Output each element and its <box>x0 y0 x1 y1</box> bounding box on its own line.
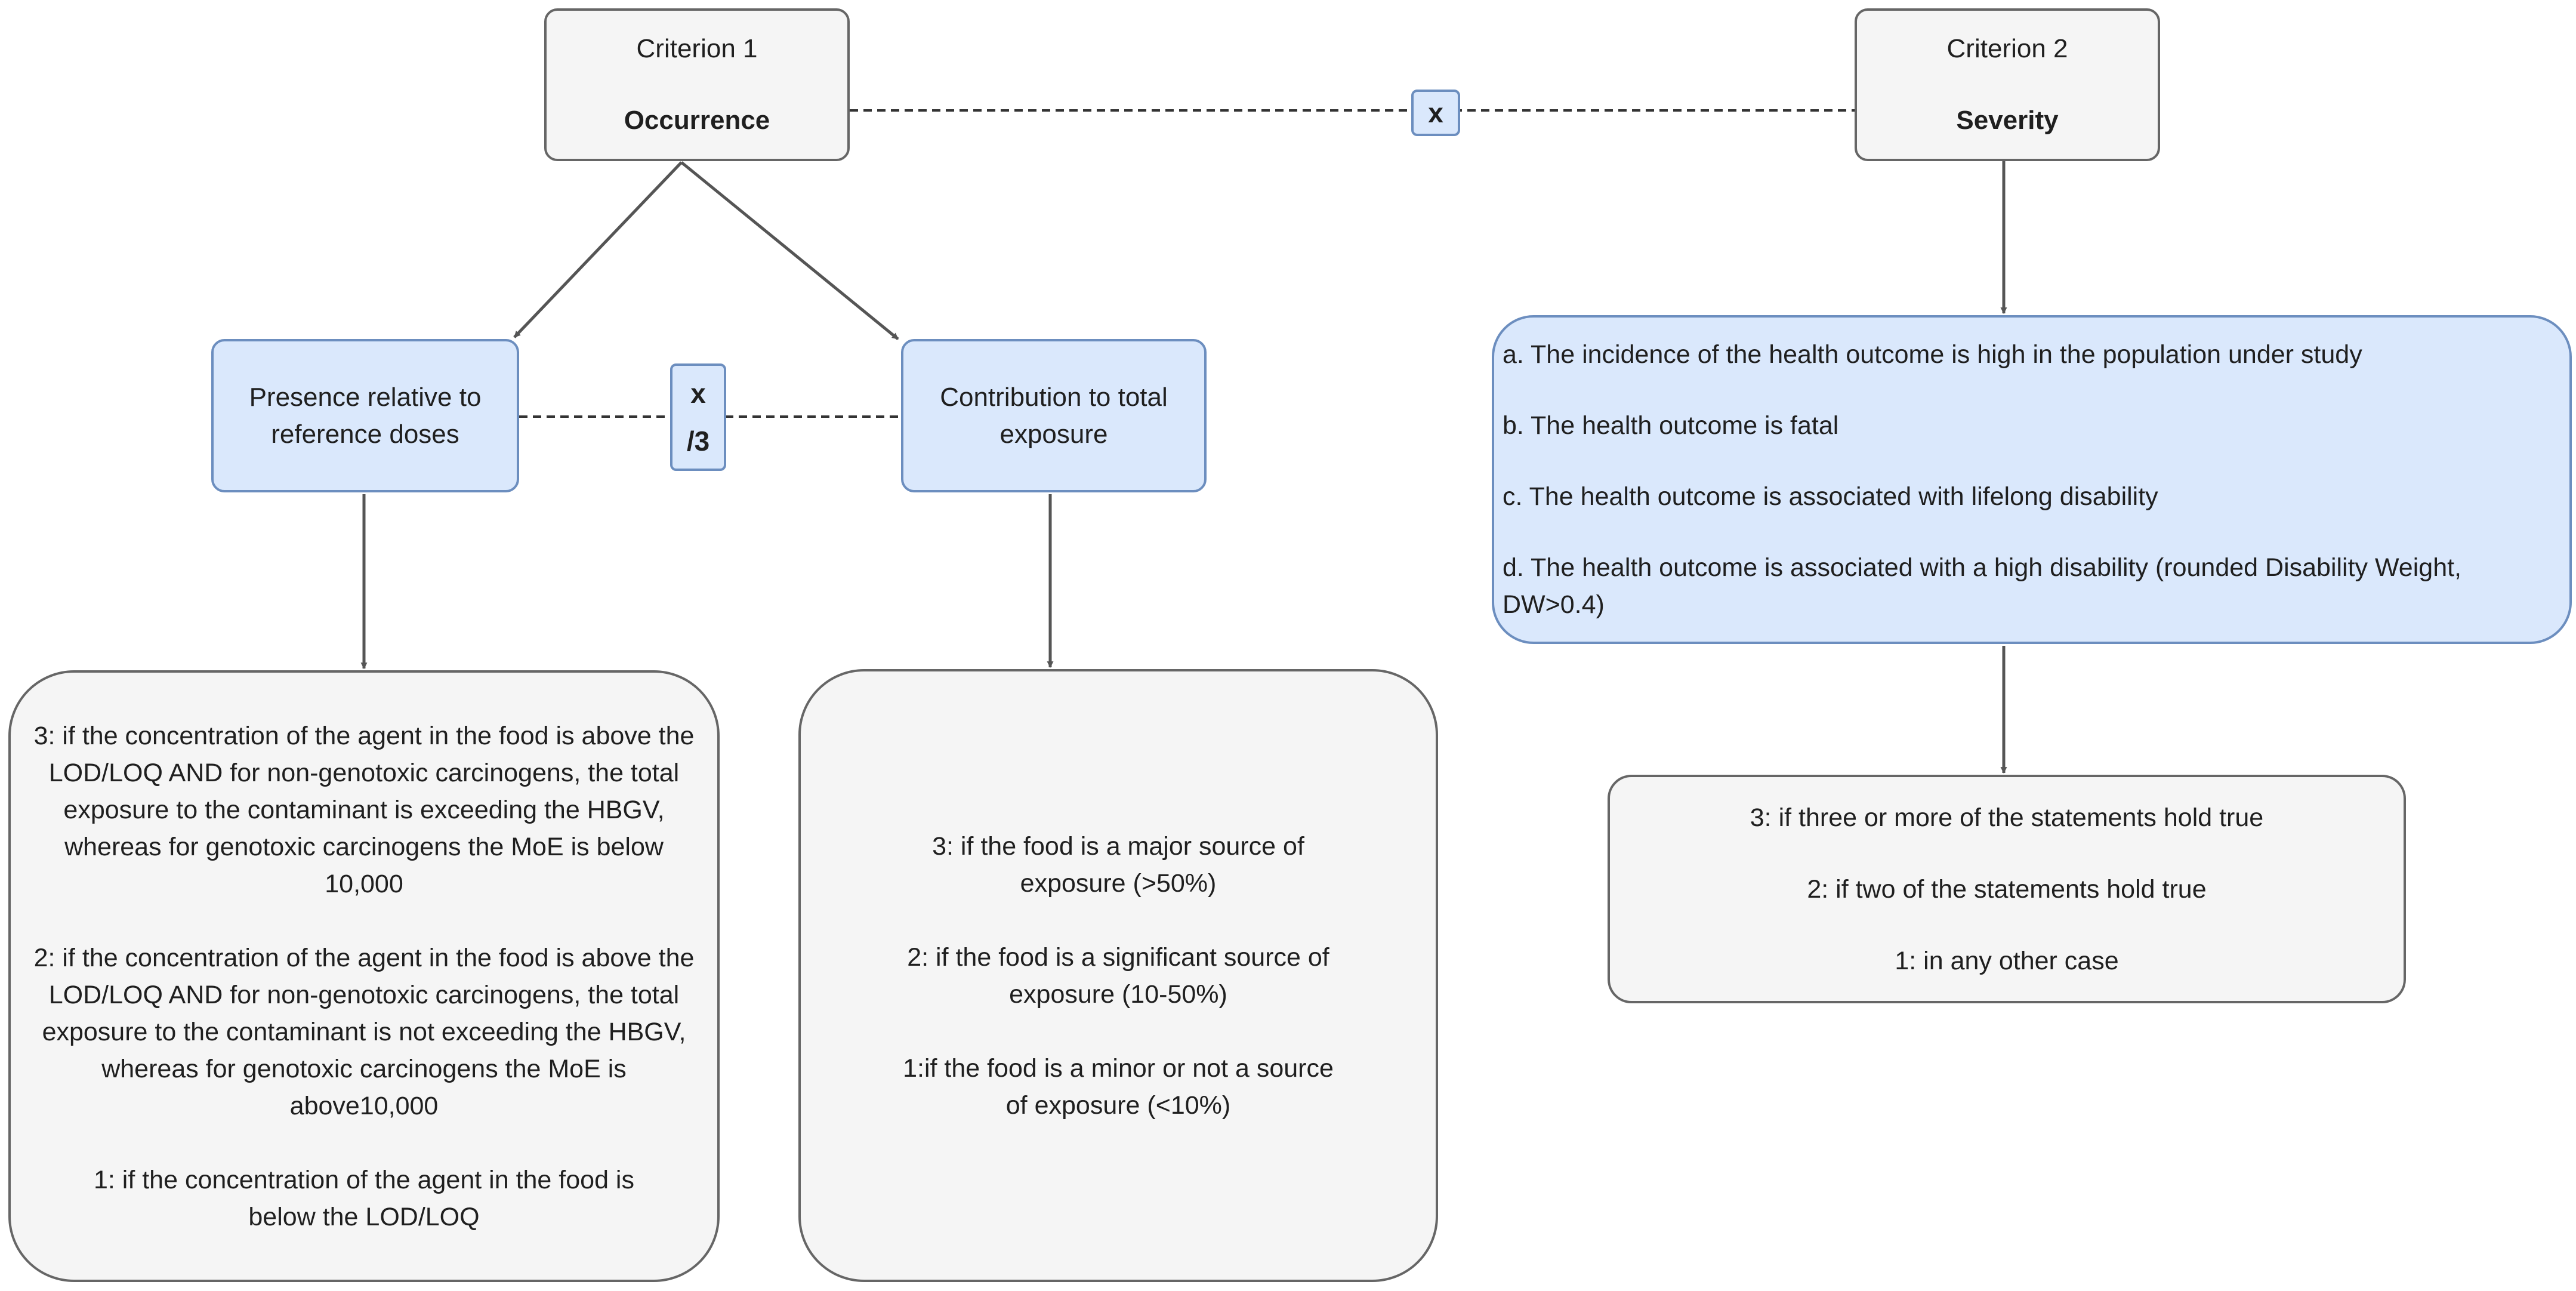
severity-score-1: 1: in any other case <box>1895 946 2119 975</box>
presence-score-3: 3: if the concentration of the agent in … <box>33 721 695 898</box>
severity-statements-box: a. The incidence of the health outcome i… <box>1492 315 2572 644</box>
subcriteria-divide-symbol: /3 <box>686 426 710 457</box>
severity-scores-box: 3: if three or more of the statements ho… <box>1608 775 2406 1003</box>
severity-score-2: 2: if two of the statements hold true <box>1807 874 2207 904</box>
criterion-1-name: Occurrence <box>624 106 770 135</box>
severity-statement-b: b. The health outcome is fatal <box>1503 411 1839 440</box>
severity-statement-d: d. The health outcome is associated with… <box>1503 553 2461 619</box>
contribution-score-2: 2: if the food is a significant source o… <box>907 942 1329 1009</box>
contribution-score-3: 3: if the food is a major source of expo… <box>932 831 1304 898</box>
presence-relative-to-reference-doses-box: Presence relative to reference doses <box>211 339 519 492</box>
criterion-1-occurrence-box: Criterion 1 Occurrence <box>544 8 850 161</box>
presence-label: Presence relative to reference doses <box>249 382 482 449</box>
criteria-multiply-symbol: x <box>1428 97 1443 128</box>
arrow-occurrence-to-contribution <box>680 161 899 340</box>
severity-statement-c: c. The health outcome is associated with… <box>1503 482 2158 511</box>
criterion-2-heading: Criterion 2 <box>1946 34 2068 63</box>
contribution-scores-box: 3: if the food is a major source of expo… <box>798 669 1438 1282</box>
subcriteria-operator: x /3 <box>670 363 726 471</box>
presence-scores-box: 3: if the concentration of the agent in … <box>8 670 720 1282</box>
contribution-to-total-exposure-box: Contribution to total exposure <box>901 339 1207 492</box>
severity-score-3: 3: if three or more of the statements ho… <box>1750 803 2264 832</box>
contribution-label: Contribution to total exposure <box>940 382 1168 449</box>
criterion-2-name: Severity <box>1956 106 2059 135</box>
criteria-multiply-operator: x <box>1411 90 1460 136</box>
contribution-score-1: 1:if the food is a minor or not a source… <box>903 1053 1334 1120</box>
subcriteria-multiply-symbol: x <box>690 378 706 409</box>
criterion-1-heading: Criterion 1 <box>636 34 758 63</box>
criterion-2-severity-box: Criterion 2 Severity <box>1855 8 2160 161</box>
severity-statement-a: a. The incidence of the health outcome i… <box>1503 340 2362 369</box>
presence-score-2: 2: if the concentration of the agent in … <box>33 943 695 1120</box>
presence-score-1: 1: if the concentration of the agent in … <box>93 1165 634 1231</box>
arrow-occurrence-to-presence <box>513 161 683 338</box>
